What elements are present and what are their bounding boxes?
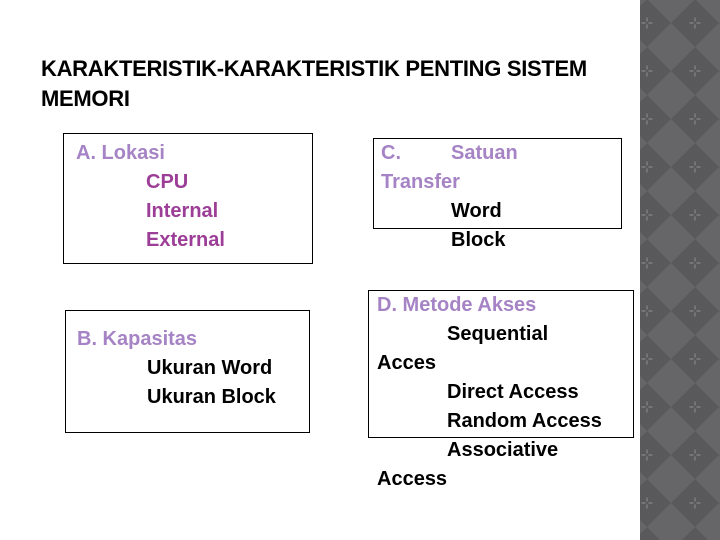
- box-satuan-transfer-heading: C. Satuan: [381, 139, 621, 168]
- box-metode-akses-item: Associative: [447, 439, 559, 461]
- argyle-diamond-pattern-icon: [640, 0, 720, 540]
- box-metode-akses-item: Random Access: [447, 410, 602, 432]
- box-metode-akses-heading: D. Metode Akses: [377, 294, 537, 316]
- slide-title-line-2: MEMORI: [41, 86, 130, 111]
- box-lokasi-heading: A. Lokasi: [76, 142, 165, 164]
- box-kapasitas-item: Ukuran Block: [147, 386, 276, 408]
- box-kapasitas-heading: B. Kapasitas: [77, 328, 198, 350]
- box-satuan-transfer-item: Block: [451, 229, 506, 251]
- sidebar-argyle-panel: [640, 0, 720, 540]
- box-lokasi-item: External: [146, 229, 225, 251]
- box-satuan-transfer: C. Satuan Transfer Word Block: [373, 138, 622, 251]
- box-satuan-transfer-item: Word: [451, 200, 502, 222]
- box-satuan-transfer-heading-wrap: Transfer: [381, 171, 460, 193]
- box-metode-akses-item: Sequential: [447, 323, 549, 345]
- box-metode-akses-item: Direct Access: [447, 381, 579, 403]
- slide-title-line-1: KARAKTERISTIK-KARAKTERISTIK PENTING SIST…: [41, 56, 587, 81]
- box-metode-akses: D. Metode Akses Sequential Acces Direct …: [368, 290, 634, 490]
- heading-word: Satuan: [451, 142, 518, 164]
- box-kapasitas: B. Kapasitas Ukuran Word Ukuran Block: [65, 310, 310, 433]
- box-lokasi-item: Internal: [146, 200, 219, 222]
- slide-title: KARAKTERISTIK-KARAKTERISTIK PENTING SIST…: [41, 54, 641, 114]
- box-metode-akses-item-wrap: Access: [377, 468, 448, 490]
- box-lokasi: A. Lokasi CPU Internal External: [63, 133, 313, 264]
- heading-prefix: C.: [381, 142, 401, 164]
- box-metode-akses-item-wrap: Acces: [377, 352, 436, 374]
- box-kapasitas-item: Ukuran Word: [147, 357, 273, 379]
- box-lokasi-item: CPU: [146, 171, 189, 193]
